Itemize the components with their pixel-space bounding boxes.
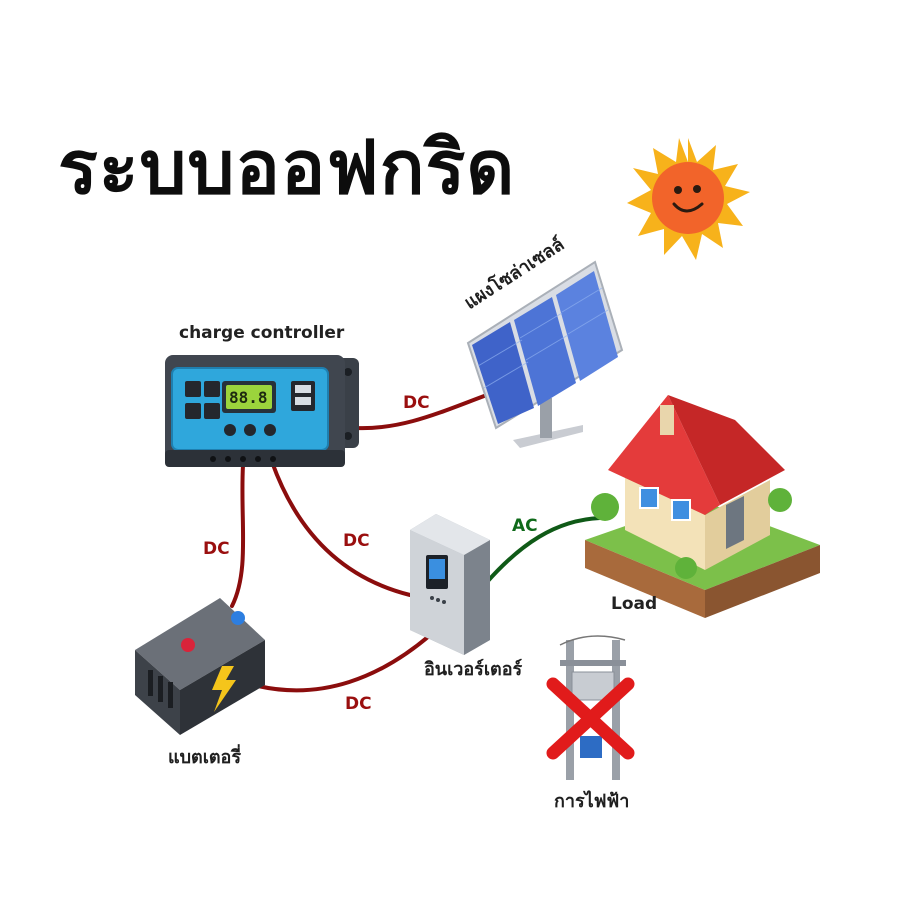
charge-controller-label: charge controller <box>179 323 345 343</box>
grid-label: การไฟฟ้า <box>554 791 630 812</box>
sun-icon <box>627 138 750 260</box>
no-grid-cross-icon <box>546 677 635 760</box>
solar-panel <box>466 260 624 448</box>
inverter <box>410 514 490 655</box>
wire-inverter-to-load <box>485 516 602 584</box>
battery <box>135 598 265 735</box>
wire-controller-to-inverter <box>270 460 412 597</box>
inverter-label: อินเวอร์เตอร์ <box>424 659 523 680</box>
battery-label: แบตเตอรี่ <box>168 747 242 768</box>
link-label-inverter-load: AC <box>512 516 538 536</box>
page-title: ระบบออฟกริด <box>58 125 516 211</box>
link-label-battery-inverter: DC <box>345 694 372 714</box>
link-label-controller-battery: DC <box>203 539 230 559</box>
wire-solar-to-controller <box>354 390 497 431</box>
load-label: Load <box>611 594 658 614</box>
link-label-controller-inverter: DC <box>343 531 370 551</box>
charge-controller <box>165 355 359 467</box>
controller-display-value: 88.8 <box>229 388 268 407</box>
house <box>585 395 820 618</box>
wire-battery-to-inverter <box>256 628 438 693</box>
link-label-solar-controller: DC <box>403 393 430 413</box>
grid-utility <box>559 635 626 780</box>
wire-controller-to-battery <box>230 463 246 608</box>
